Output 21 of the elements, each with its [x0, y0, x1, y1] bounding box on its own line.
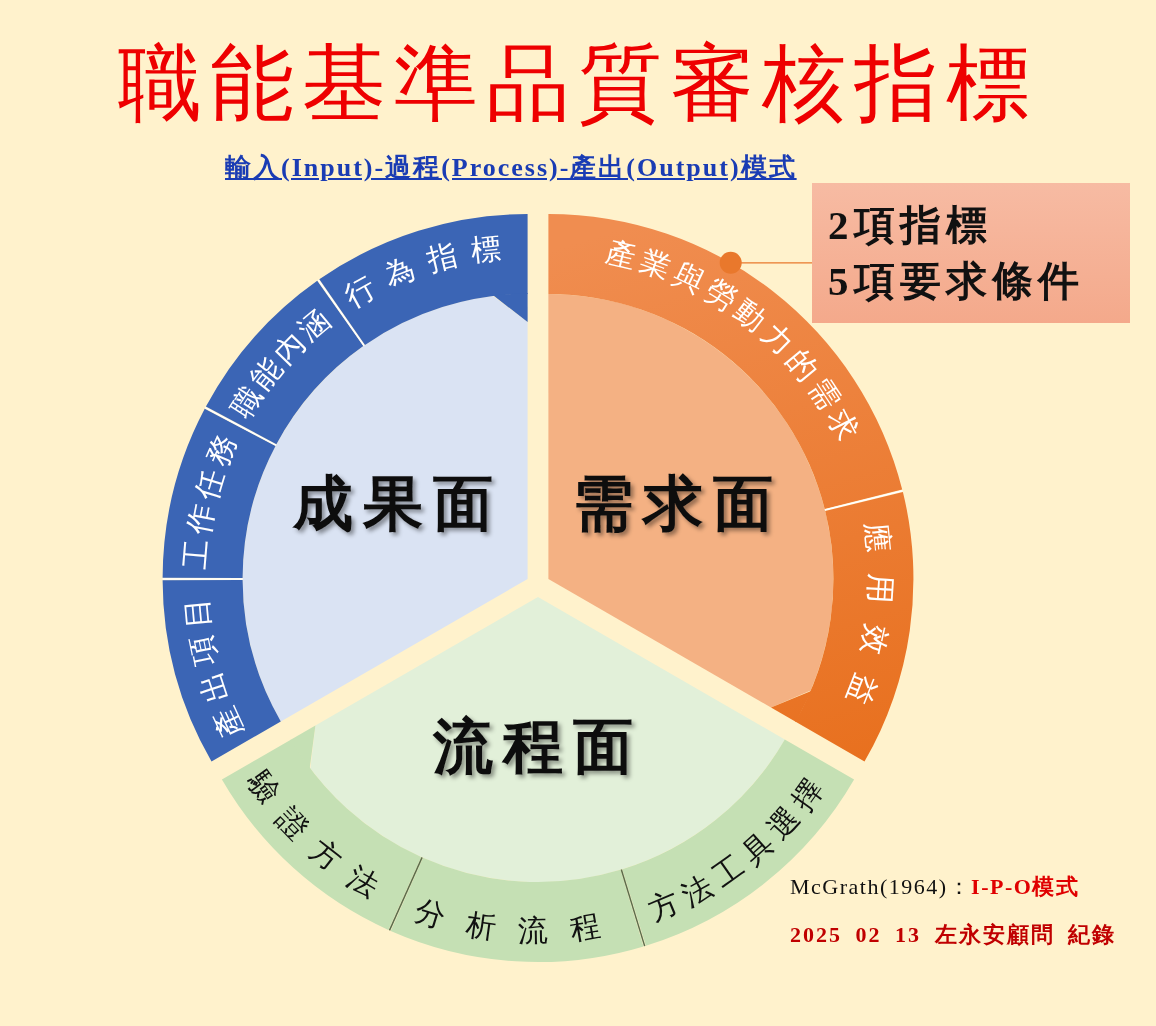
segment-label: 職能內涵 [223, 298, 340, 424]
segment-label: 行為指標 [338, 229, 518, 314]
ring-segment [771, 491, 914, 762]
subtitle-text: 輸入(Input)-過程(Process)-產出(Output)模式 [225, 152, 797, 184]
record-note: 2025 02 13 左永安顧問 紀錄 [790, 922, 1116, 949]
segment-label: 產出項目 [177, 587, 249, 744]
ring-segment [388, 856, 644, 962]
segment-label: 分析流程 [411, 892, 624, 947]
callout-text: 2項指標 [828, 201, 992, 250]
ring-segment [161, 578, 281, 762]
callout-text: 5項要求條件 [828, 257, 1084, 306]
leader-line [719, 251, 813, 274]
sector-title: 流程面 [433, 714, 643, 780]
citation-note: McGrath(1964)：I-P-O模式 [790, 874, 1080, 901]
sector-title: 成果面 [292, 471, 503, 537]
sector-title: 需求面 [573, 471, 784, 537]
title: 職能基準品質審核指標 [118, 38, 1038, 131]
segment-label: 驗證方法 [242, 765, 400, 911]
segment-label: 工作任務 [177, 424, 244, 571]
callout-box [812, 183, 1130, 323]
segment-label: 應用效益 [833, 520, 899, 731]
